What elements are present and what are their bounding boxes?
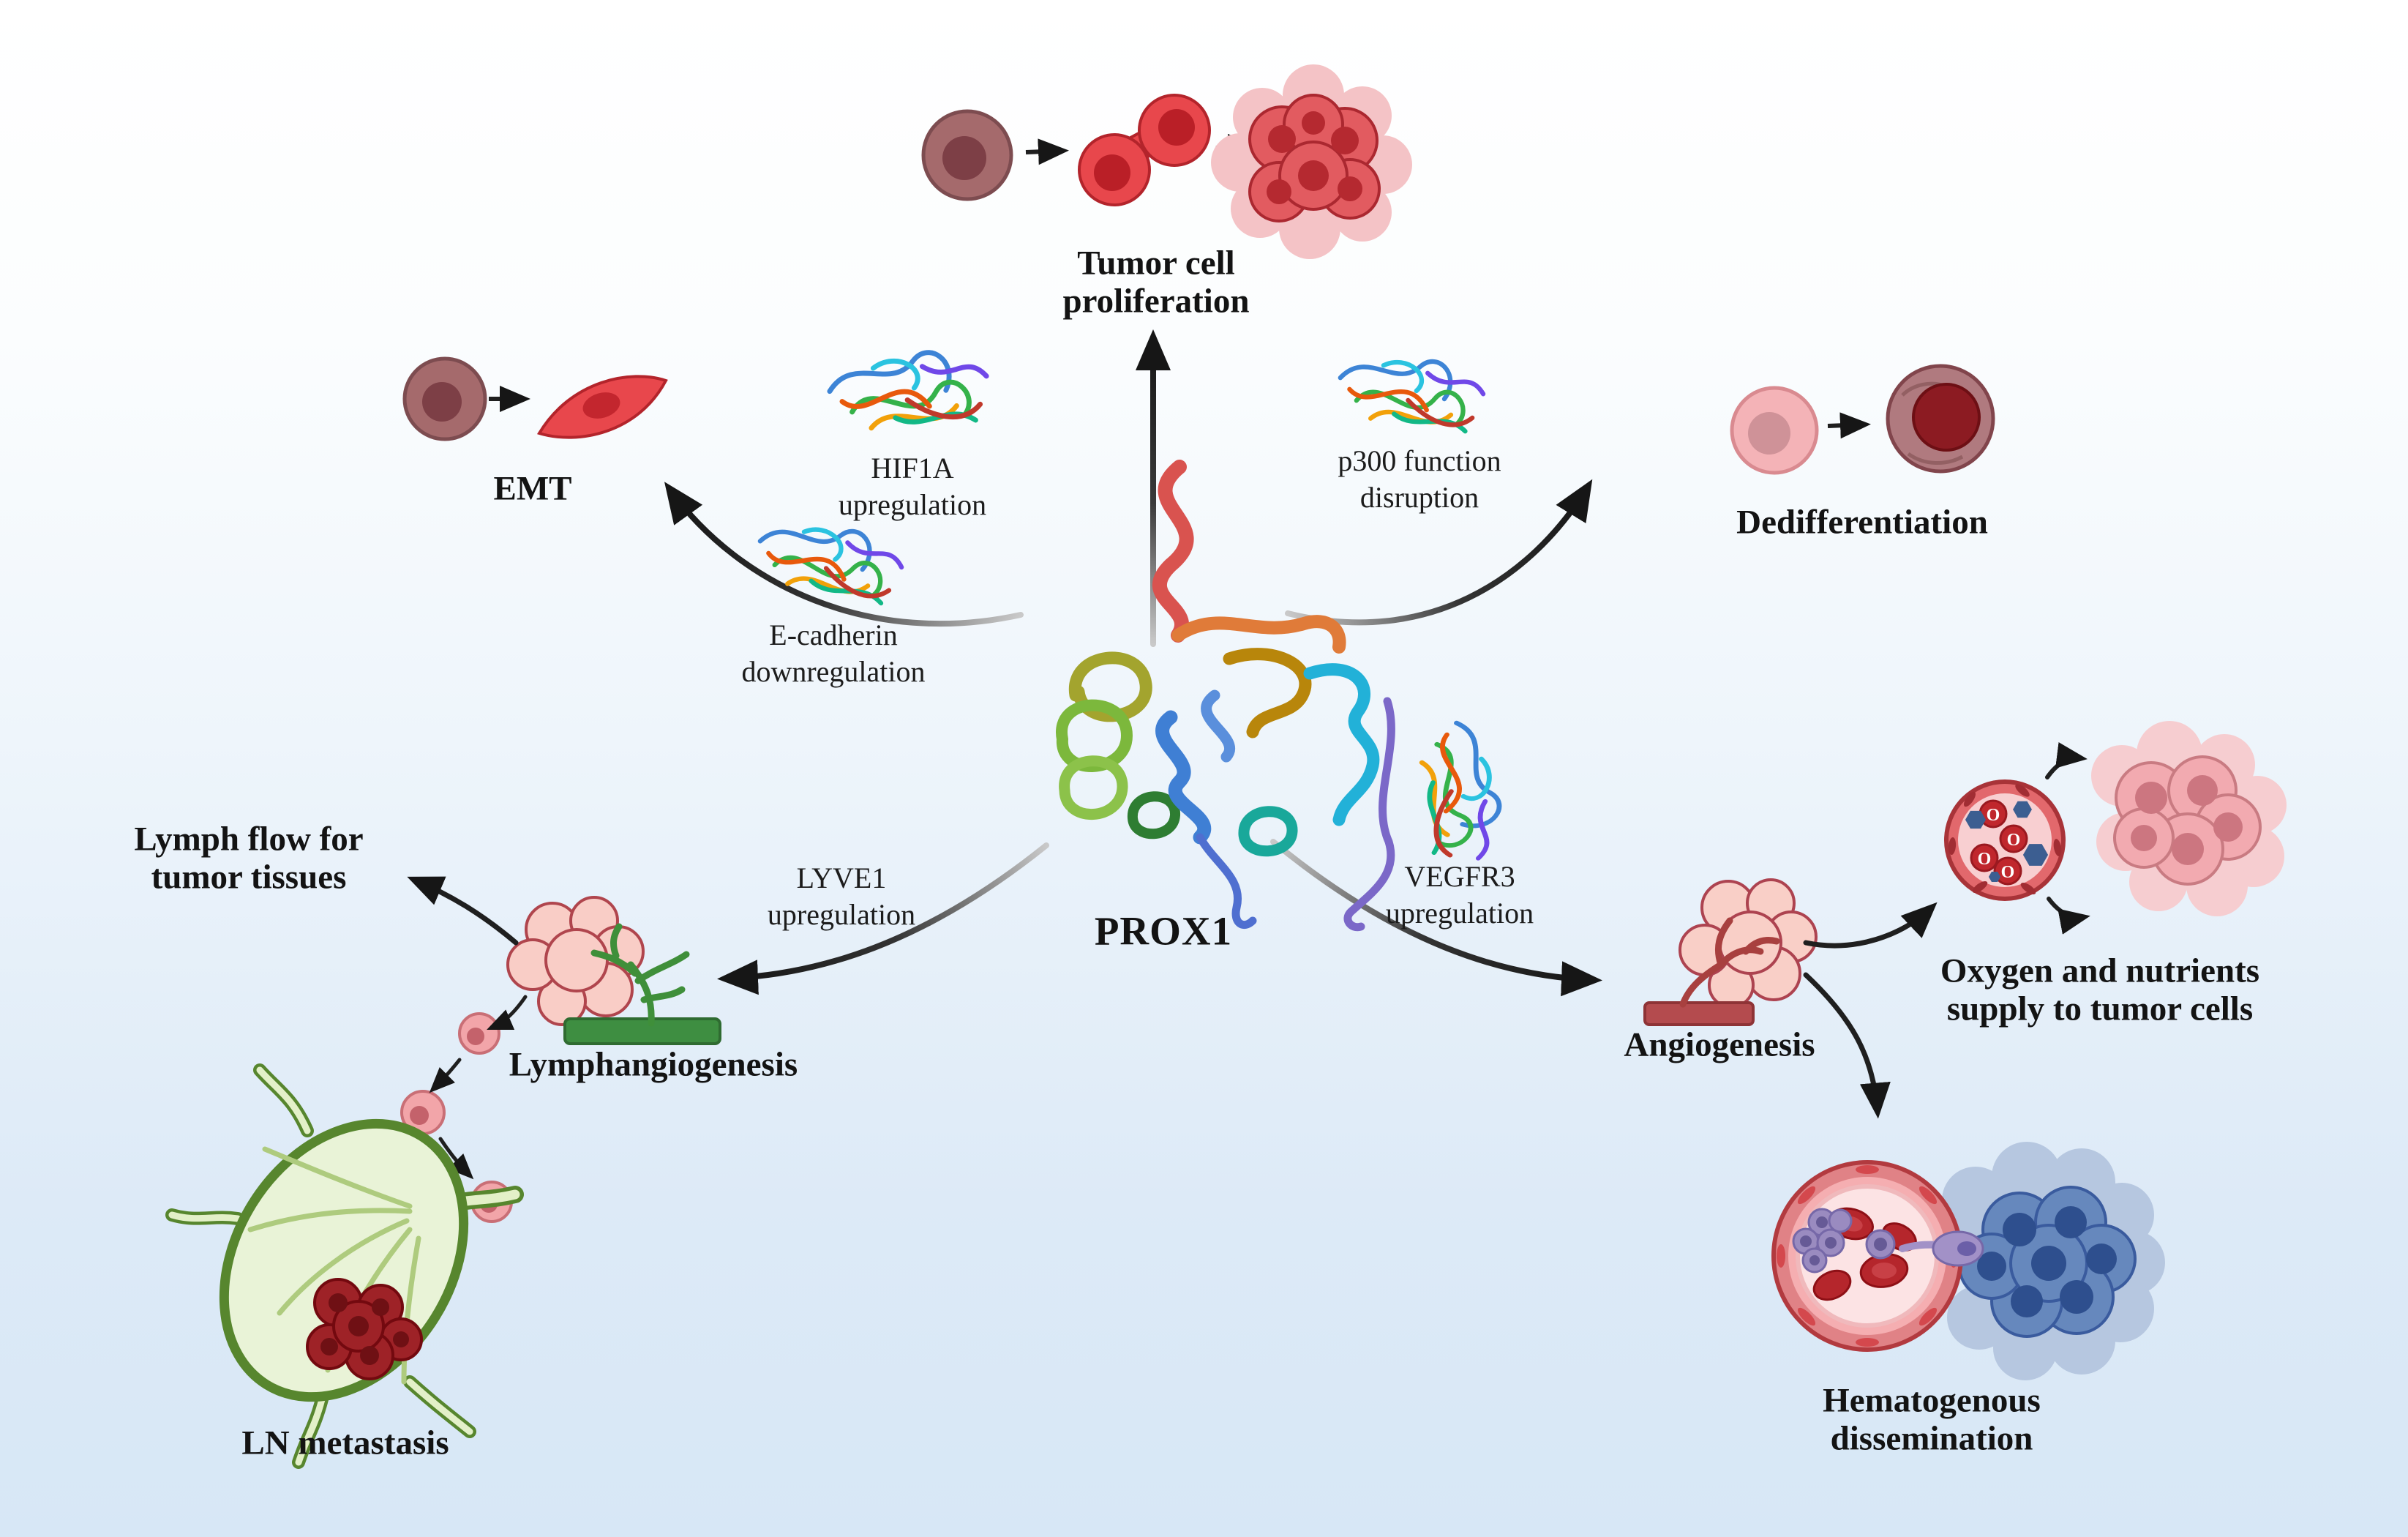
oxygen-symbol: O: [2001, 863, 2015, 882]
label-hif1a-line1: HIF1A: [871, 452, 954, 485]
label-vegfr3-line2: upregulation: [1385, 897, 1534, 930]
blood-vessel-cross-section: O O O O: [1944, 779, 2066, 901]
arrow-to-hematogenous: [1803, 972, 1891, 1119]
label-dedifferentiation: Dedifferentiation: [1736, 503, 1988, 542]
label-angiogenesis: Angiogenesis: [1624, 1025, 1815, 1064]
label-hif1a-line2: upregulation: [838, 488, 987, 521]
hematogenous-vessel: [1771, 1160, 1984, 1352]
arrow-icon: [2045, 742, 2088, 779]
hematogenous-illustration: [1771, 1142, 2165, 1380]
e-cadherin-protein-icon: [754, 519, 905, 605]
oxygen-symbol: O: [1987, 806, 2000, 825]
label-emt: EMT: [493, 469, 572, 508]
p300-protein-icon: [1338, 355, 1485, 432]
label-lymph-flow-line2: tumor tissues: [151, 858, 347, 897]
extravasating-cell: [1899, 1230, 1984, 1267]
label-ecadherin-line2: downregulation: [741, 655, 926, 688]
supplied-tumor-cluster: [2091, 721, 2287, 916]
label-p300-line1: p300 function: [1338, 444, 1501, 477]
lymph-node: [165, 1063, 524, 1469]
prox1-protein-structure: [1056, 460, 1395, 932]
label-ln-metastasis: LN metastasis: [241, 1424, 449, 1462]
arrow-icon: [1827, 412, 1871, 439]
label-prox1: PROX1: [1094, 908, 1233, 954]
label-hematogenous-line2: dissemination: [1830, 1419, 2033, 1458]
dedifferentiation-sequence: [1730, 364, 1995, 475]
arrow-icon: [438, 1137, 474, 1180]
arrow-to-oxygen-supply: [1803, 902, 1938, 949]
arrow-icon: [2047, 897, 2090, 935]
oxygen-symbol: O: [1978, 850, 1992, 869]
label-hematogenous-line1: Hematogenous: [1823, 1381, 2041, 1420]
label-lymph-flow-line1: Lymph flow for: [134, 820, 364, 859]
lymphangiogenesis-illustration: [400, 876, 721, 1223]
arrow-to-lymph-flow: [407, 876, 519, 946]
oxygen-supply-illustration: O O O O: [1944, 721, 2287, 935]
label-tumor-proliferation-line2: proliferation: [1062, 282, 1250, 321]
label-p300-line2: disruption: [1359, 481, 1479, 514]
label-tumor-proliferation-line1: Tumor cell: [1077, 244, 1235, 283]
arrow-to-emt: [664, 482, 1024, 627]
proliferation-sequence: [921, 64, 1412, 259]
arrow-icon: [429, 1058, 462, 1093]
vegfr3-protein-icon: [1409, 718, 1509, 867]
label-ecadherin-line1: E-cadherin: [769, 618, 898, 651]
label-lyve1-line2: upregulation: [767, 898, 916, 931]
hif1a-protein-icon: [826, 345, 992, 440]
red-blood-cells: [1970, 799, 2028, 886]
arrow-to-dedifferentiation: [1285, 479, 1593, 626]
pathway-arrows: [664, 329, 1602, 997]
angiogenesis-illustration: [1643, 878, 1938, 1119]
arrow-to-angiogenesis: [1270, 839, 1602, 997]
arrow-icon: [1025, 138, 1069, 165]
label-oxygen-supply-line1: Oxygen and nutrients: [1940, 951, 2260, 990]
label-lyve1-line1: LYVE1: [796, 861, 887, 894]
oxygen-symbol: O: [2007, 831, 2021, 850]
label-lymphangiogenesis: Lymphangiogenesis: [509, 1045, 798, 1084]
label-oxygen-supply-line2: supply to tumor cells: [1946, 990, 2254, 1028]
arrow-to-lymphangiogenesis: [717, 842, 1049, 995]
dividing-cell: [1078, 94, 1211, 206]
emt-sequence: [402, 356, 668, 441]
label-vegfr3-line1: VEGFR3: [1404, 860, 1515, 893]
tumor-cluster: [1211, 64, 1412, 259]
arrow-icon: [487, 995, 528, 1030]
